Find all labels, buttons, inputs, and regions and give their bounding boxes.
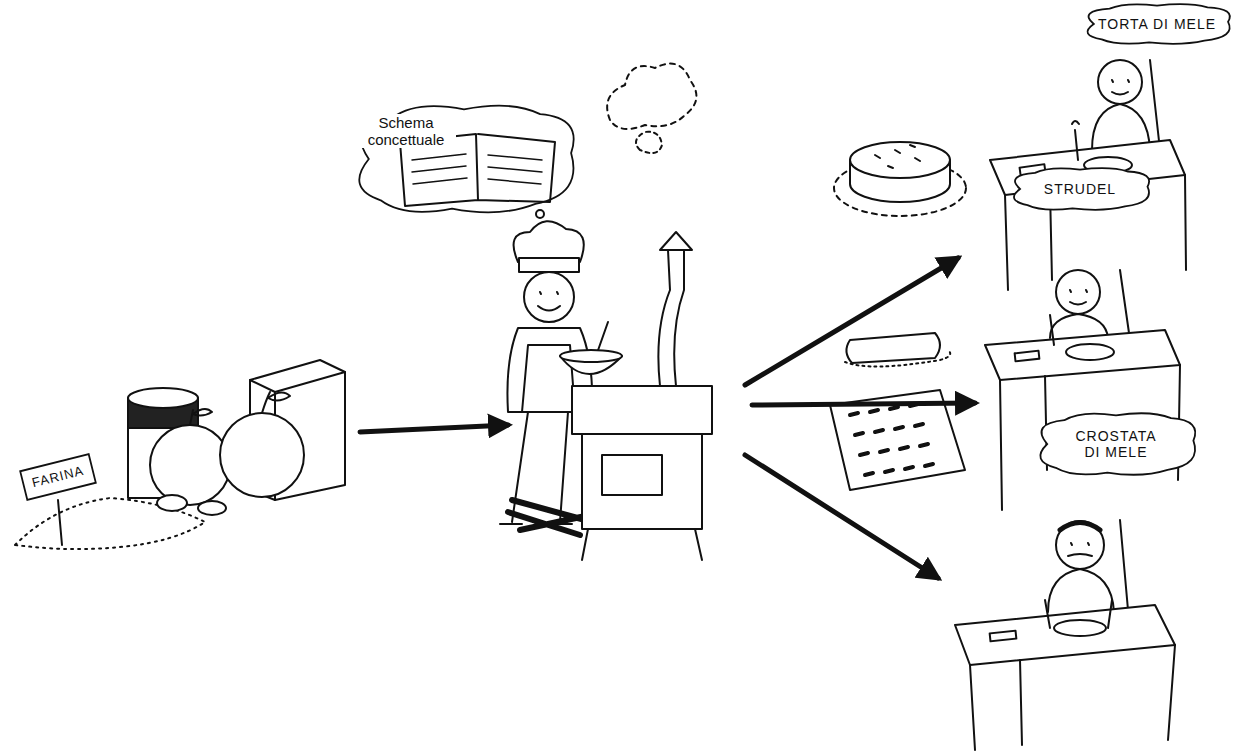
stove-top <box>572 386 712 434</box>
tray-pastries <box>850 404 933 475</box>
sign-post <box>58 500 62 545</box>
desserts <box>830 142 966 490</box>
stove <box>572 64 712 560</box>
stove-legs <box>582 529 702 560</box>
flow-arrow <box>752 403 975 405</box>
stove-body <box>582 434 702 529</box>
apple-stem <box>262 392 290 413</box>
cloud-outline <box>1014 168 1149 210</box>
diner-head <box>1056 270 1100 314</box>
diner-face <box>1070 290 1087 305</box>
chimney-cap <box>660 232 692 250</box>
smoke <box>607 64 696 129</box>
smoke <box>636 132 662 153</box>
butter <box>157 495 187 511</box>
book-lines <box>412 154 542 184</box>
spoon <box>1050 315 1054 345</box>
diner-face <box>1112 80 1129 95</box>
cloud-outline <box>1040 413 1195 474</box>
apple <box>150 425 230 505</box>
table-legs <box>1000 365 1180 510</box>
tin-top <box>128 388 198 408</box>
cake-decor <box>875 145 920 168</box>
chef-hat <box>514 221 584 262</box>
firewood <box>508 500 590 535</box>
chimney-pipe <box>658 250 684 386</box>
diner-head <box>1098 60 1142 104</box>
cutlery <box>1045 600 1112 628</box>
thought-dot <box>536 210 544 218</box>
table-top <box>985 330 1180 380</box>
flow-arrow <box>360 425 508 432</box>
diner-face <box>1068 543 1092 556</box>
bubble-text: TORTA DI MELE <box>1087 16 1227 32</box>
hat-band <box>519 258 579 272</box>
spoon <box>1072 121 1079 160</box>
stove-door <box>602 455 662 495</box>
chef-face <box>538 292 560 311</box>
cloud-outline <box>1087 4 1229 44</box>
diner <box>990 60 1186 290</box>
diner-body <box>1048 569 1114 612</box>
bubble-text: STRUDEL <box>1015 181 1145 197</box>
sign: FARINA <box>19 454 96 501</box>
chair-back <box>1120 270 1130 340</box>
plate <box>1054 620 1106 636</box>
diner <box>955 520 1175 750</box>
speech-bubble: Schema concettuale <box>345 100 583 218</box>
strudel <box>846 333 940 363</box>
bowl-rim <box>560 350 622 362</box>
table-legs <box>970 645 1175 750</box>
egg <box>198 501 226 515</box>
sign-outline <box>20 454 96 500</box>
chair-back <box>1150 60 1160 150</box>
napkin <box>1015 351 1040 361</box>
speech-bubble: CROSTATA DI MELE <box>1030 410 1202 478</box>
apple-stem <box>190 409 212 425</box>
apple <box>220 413 304 497</box>
bubble-text: CROSTATA DI MELE <box>1066 428 1166 460</box>
napkin <box>990 631 1017 642</box>
diner-body <box>1050 314 1108 338</box>
ingredients <box>15 360 345 549</box>
flow-arrow <box>745 258 958 385</box>
plate <box>1066 344 1114 360</box>
flow-arrow <box>745 455 938 578</box>
table-top <box>955 605 1175 665</box>
diner-hair <box>1060 523 1100 531</box>
bubble-text: Schema concettuale <box>356 114 456 149</box>
speech-bubble: TORTA DI MELE <box>1078 2 1236 46</box>
diner-head <box>1056 521 1104 569</box>
speech-bubble: STRUDEL <box>1005 166 1155 212</box>
cake-top <box>850 142 950 178</box>
chair-back <box>1120 520 1128 610</box>
chef-head <box>524 272 574 322</box>
